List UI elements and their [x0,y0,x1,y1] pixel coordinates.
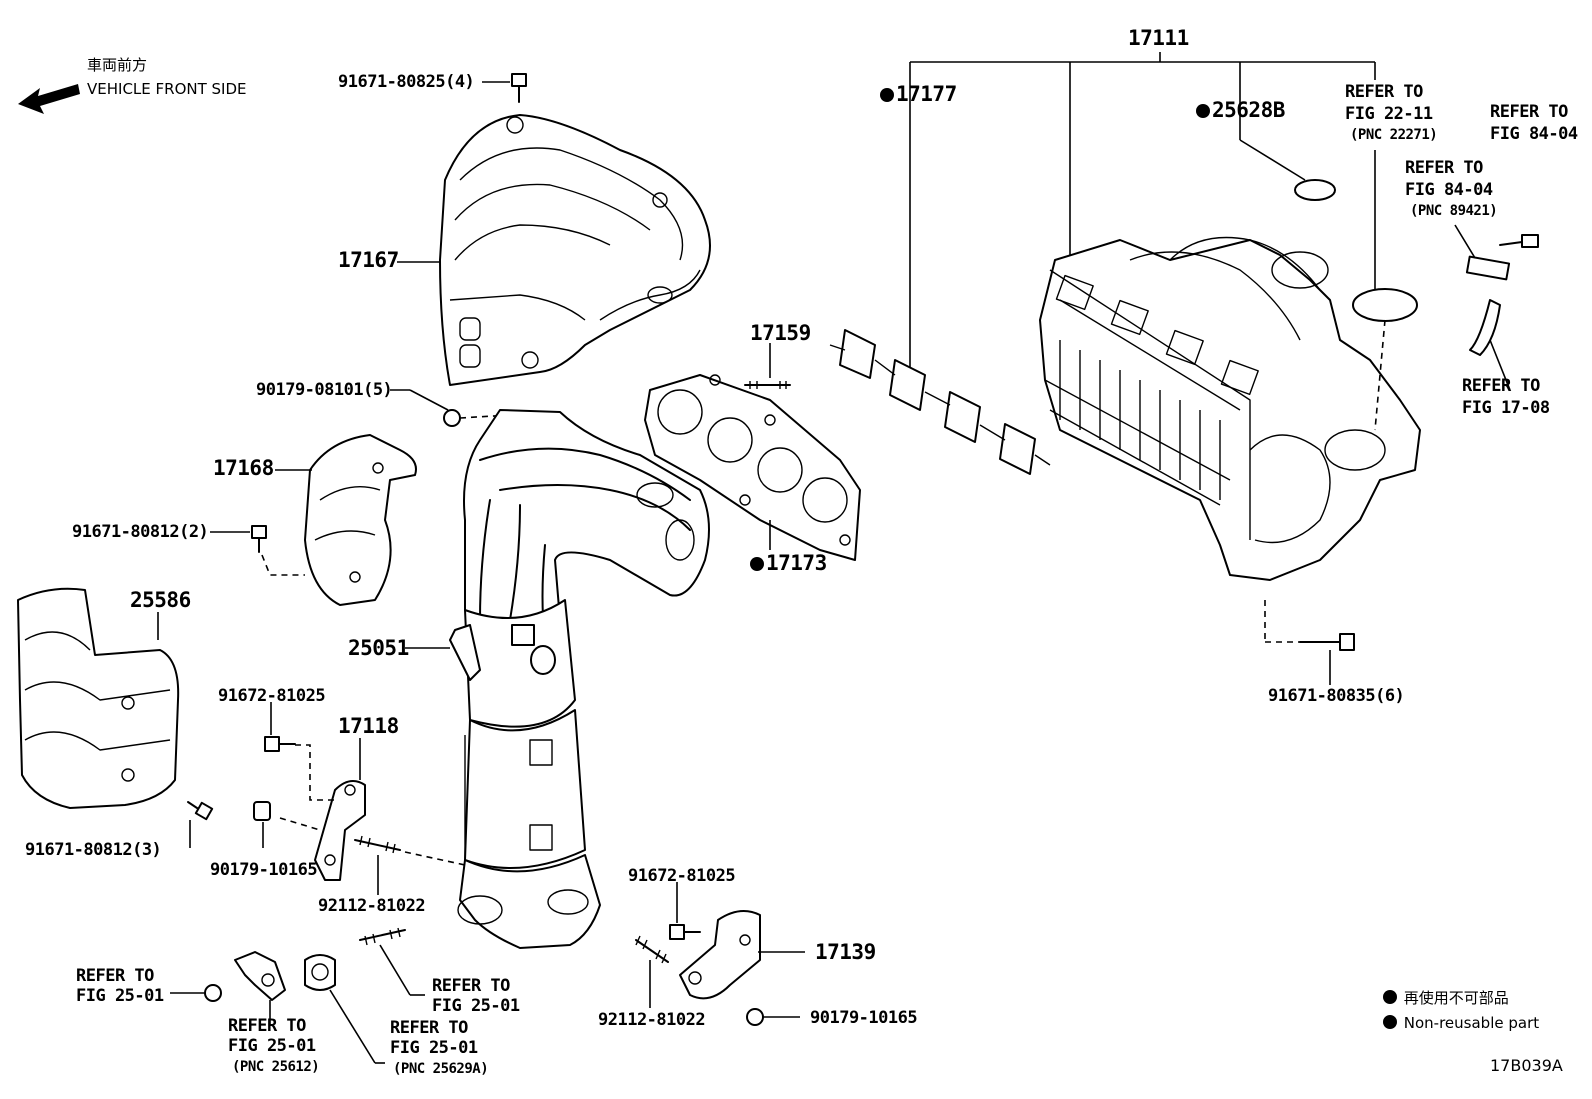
refer-25-01-mid-line2: FIG 25-01 [432,996,520,1016]
legend-en-text: Non-reusable part [1403,1014,1540,1032]
legend-en: Non-reusable part [1383,1015,1539,1031]
refer-84-04b-line3: (PNC 89421) [1410,203,1498,219]
nut-90179-08101: 90179-08101(5) [256,380,393,400]
refer-25629a-line3: (PNC 25629A) [393,1061,489,1077]
refer-84-04-line1: REFER TO [1490,102,1568,122]
sensor-89421-icon [1454,224,1539,391]
part-25586: 25586 [130,588,191,612]
o-ring-25628b [1294,179,1336,201]
refer-25612-line2: FIG 25-01 [228,1036,316,1056]
legend-jp: 再使用不可部品 [1383,990,1509,1006]
bolt-91671-80835-icon [1264,600,1355,685]
figure-code: 17B039A [1490,1056,1563,1075]
exhaust-manifold-25051 [449,409,710,949]
nut-90179-10165-a-icon [253,801,271,848]
refer-17-08-line1: REFER TO [1462,376,1540,396]
part-17139: 17139 [815,940,876,964]
bolt-91671-80835: 91671-80835(6) [1268,686,1405,706]
part-17173-text: 17173 [766,551,827,575]
direction-jp: 車両前方 [87,56,148,74]
direction-en: VEHICLE FRONT SIDE [87,80,247,98]
part-17159: 17159 [750,321,811,345]
part-17177: 17177 [880,84,957,105]
insulator-17168 [275,434,417,606]
refer-84-04b-line2: FIG 84-04 [1405,180,1493,200]
refer-25612-line1: REFER TO [228,1016,306,1036]
bolt-91671-80825-icon [482,73,527,103]
part-25051: 25051 [348,636,409,660]
bolt-91672-81025-a: 91672-81025 [218,686,326,706]
refer-25629a-line1: REFER TO [390,1018,468,1038]
part-25628b: 25628B [1196,100,1285,121]
front-arrow-icon [18,84,80,114]
intake-gasket-17177 [829,329,1051,475]
non-reusable-dot-icon [1196,104,1210,118]
stud-92112-81022-a: 92112-81022 [318,896,426,916]
part-17177-text: 17177 [896,82,957,106]
label-leaders [397,261,450,649]
part-17167: 17167 [338,248,399,272]
part-25628b-text: 25628B [1212,98,1285,122]
bracket-17118 [279,738,366,881]
part-17173: 17173 [750,553,827,574]
nut-90179-10165-a: 90179-10165 [210,860,318,880]
nut-refer-left-icon [170,984,222,1002]
legend-jp-text: 再使用不可部品 [1403,989,1509,1007]
refer-25-01-left-line2: FIG 25-01 [76,986,164,1006]
stud-92112-81022-b: 92112-81022 [598,1010,706,1030]
non-reusable-dot-icon [1383,990,1397,1004]
bolt-91671-80812-3: 91671-80812(3) [25,840,162,860]
non-reusable-dot-icon [1383,1015,1397,1029]
nut-90179-10165-b-icon [746,1008,800,1026]
bolt-91671-80812-2-icon [210,525,305,576]
non-reusable-dot-icon [880,88,894,102]
bolt-91672-81025-b: 91672-81025 [628,866,736,886]
stud-refer-mid-icon [359,927,425,996]
part-17111: 17111 [1128,26,1189,50]
part-17118: 17118 [338,714,399,738]
refer-22-11-line1: REFER TO [1345,82,1423,102]
refer-84-04b-line1: REFER TO [1405,158,1483,178]
refer-25-01-mid-line1: REFER TO [432,976,510,996]
bracket-17139 [679,910,805,1000]
refer-22-11-line2: FIG 22-11 [1345,104,1433,124]
stud-17159-icon [744,343,791,389]
refer-25612-line3: (PNC 25612) [232,1059,320,1075]
bracket-25612 [234,951,286,1025]
bolt-91672-81025-a-icon [264,702,296,752]
bolt-91671-80812-2: 91671-80812(2) [72,522,209,542]
heat-insulator-17167 [439,114,711,386]
nut-90179-10165-b: 90179-10165 [810,1008,918,1028]
refer-17-08-line2: FIG 17-08 [1462,398,1550,418]
gasket-17173 [644,374,861,561]
stud-92112-81022-a-icon [354,835,466,895]
gasket-25629a [304,954,385,1064]
nut-90179-08101-icon [390,389,561,427]
refer-25-01-left-line1: REFER TO [76,966,154,986]
refer-22-11-line3: (PNC 22271) [1350,127,1438,143]
insulator-25586 [17,587,180,809]
o-ring-22271 [1352,150,1418,431]
bolt-91671-80812-3-icon [187,801,214,848]
part-17168: 17168 [213,456,274,480]
refer-25629a-line2: FIG 25-01 [390,1038,478,1058]
non-reusable-dot-icon [750,557,764,571]
refer-84-04-line2: FIG 84-04 [1490,124,1578,144]
intake-manifold-17111 [1039,236,1421,581]
bolt-91672-81025-b-icon [669,882,701,940]
bracket-17111 [909,52,1376,375]
bolt-91671-80825: 91671-80825(4) [338,72,475,92]
stud-92112-81022-b-icon [635,935,669,1008]
